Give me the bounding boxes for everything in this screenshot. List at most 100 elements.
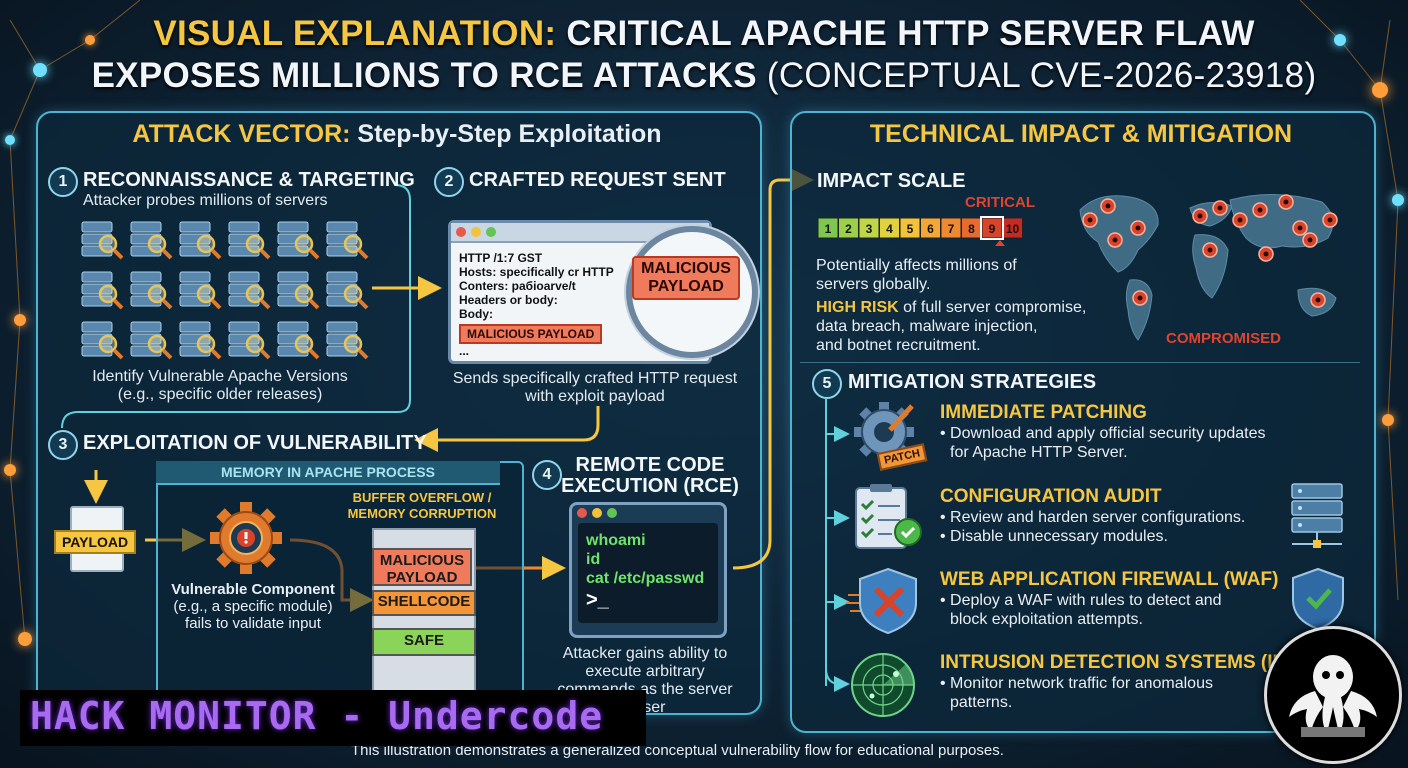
compromised-marker — [1252, 202, 1268, 218]
network-node — [14, 314, 26, 326]
compromised-marker — [1302, 232, 1318, 248]
mitigation-item-line2: for Apache HTTP Server. — [950, 444, 1128, 461]
watermark-banner — [20, 690, 646, 746]
server-scan-icon — [179, 271, 222, 310]
impact-scale-title: IMPACT SCALE — [817, 170, 966, 192]
overflow-line2: MEMORY CORRUPTION — [347, 506, 497, 521]
impact-line5: and botnet recruitment. — [816, 337, 981, 354]
mitigation-item: INTRUSION DETECTION SYSTEMS (IDS • Monit… — [940, 652, 1299, 712]
magnified-payload: MALICIOUS PAYLOAD — [632, 256, 740, 300]
vulnerable-component-gear — [210, 502, 282, 574]
mitigation-item-line1: • Download and apply official security u… — [940, 425, 1266, 442]
network-node — [33, 63, 47, 77]
stack-malicious-line1: MALICIOUS — [379, 552, 465, 569]
network-node — [4, 464, 16, 476]
request-line: HTTP /1:7 GST — [459, 251, 543, 265]
firewall-shield-icon — [846, 565, 926, 642]
impact-line1: Potentially affects millions of — [816, 257, 1017, 274]
request-text: HTTP /1:7 GST Hosts: specifically cr HTT… — [451, 243, 709, 358]
title-line2: EXPOSES MILLIONS TO RCE ATTACKS — [91, 56, 757, 95]
mitigation-item-title: WEB APPLICATION FIREWALL (WAF) — [940, 569, 1279, 590]
step-4-caption-line2: execute arbitrary — [585, 663, 705, 680]
terminal-command: cat /etc/passwd — [586, 570, 705, 587]
minimize-dot-icon — [471, 227, 481, 237]
mitigation-item-line2: • Disable unnecessary modules. — [940, 528, 1168, 545]
request-line: Hosts: specifically cr HTTP — [459, 265, 614, 279]
server-scan-icon — [277, 271, 320, 310]
network-node — [1334, 34, 1346, 46]
component-title: Vulnerable Component — [171, 581, 335, 598]
server-scan-icon — [277, 321, 320, 360]
mitigation-item-title: CONFIGURATION AUDIT — [940, 486, 1162, 507]
step-1-subtitle: Attacker probes millions of servers — [83, 192, 328, 209]
component-description: Vulnerable Component (e.g., a specific m… — [158, 581, 348, 632]
server-scan-icon — [81, 271, 124, 310]
compromised-marker — [1082, 212, 1098, 228]
step-2-caption: Sends specifically crafted HTTP request … — [430, 370, 760, 406]
network-node — [1382, 414, 1394, 426]
watermark-text: HACK MONITOR - Undercode — [30, 694, 604, 738]
scale-label: 4 — [886, 222, 893, 236]
server-scan-icon — [228, 271, 271, 310]
mitigation-item-line1: • Deploy a WAF with rules to detect and — [940, 592, 1222, 609]
mitigation-item: IMMEDIATE PATCHING • Download and apply … — [940, 402, 1266, 462]
terminal-command: id — [586, 551, 601, 568]
server-scan-icons — [81, 221, 369, 360]
scale-label: 10 — [1006, 222, 1020, 236]
compromised-marker — [1202, 242, 1218, 258]
attack-vector-highlight: ATTACK VECTOR: — [132, 120, 351, 148]
footer-disclaimer: This illustration demonstrates a general… — [351, 742, 1004, 759]
impact-line3-rest: of full server compromise, — [903, 299, 1087, 316]
request-ellipsis: ... — [459, 344, 470, 358]
compromised-marker — [1192, 208, 1208, 224]
attack-vector-title: Step-by-Step Exploitation — [357, 120, 662, 148]
stack-malicious-payload: MALICIOUS PAYLOAD — [372, 548, 472, 586]
maximize-dot-icon — [486, 227, 496, 237]
high-risk-label: HIGH RISK — [816, 299, 899, 316]
server-rack-graphic — [1291, 483, 1343, 548]
step-1-caption: Identify Vulnerable Apache Versions (e.g… — [60, 368, 380, 404]
server-scan-icon — [130, 321, 173, 360]
server-scan-icon — [179, 221, 222, 260]
server-scan-icon — [130, 271, 173, 310]
request-line: Body: — [459, 307, 493, 321]
compromised-marker — [1292, 220, 1308, 236]
step-4-caption-line1: Attacker gains ability to — [562, 645, 728, 662]
stack-safe: SAFE — [372, 628, 476, 656]
scale-label: 9 — [989, 222, 996, 236]
magnified-payload-line2: PAYLOAD — [648, 278, 724, 295]
request-line: Headers or body: — [459, 293, 558, 307]
step-1-title: RECONNAISSANCE & TARGETING — [83, 169, 415, 191]
mitigation-item-line1: • Monitor network traffic for anomalous — [940, 675, 1213, 692]
ids-radar-graphic — [851, 653, 915, 717]
impact-description: Potentially affects millions of servers … — [816, 256, 1116, 355]
server-scan-icon — [228, 221, 271, 260]
close-dot-icon — [577, 508, 587, 518]
page-subtitle: EXPOSES MILLIONS TO RCE ATTACKS (CONCEPT… — [0, 56, 1408, 96]
overflow-line1: BUFFER OVERFLOW / — [352, 490, 492, 505]
network-node — [1392, 194, 1404, 206]
terminal-command: whoami — [586, 532, 646, 549]
impact-line2: servers globally. — [816, 276, 931, 293]
scale-label: 3 — [866, 222, 873, 236]
network-node — [85, 35, 95, 45]
window-titlebar — [451, 223, 709, 243]
mitigation-item-line1: • Review and harden server configuration… — [940, 509, 1246, 526]
close-dot-icon — [456, 227, 466, 237]
scale-label: 2 — [845, 222, 852, 236]
page-title: VISUAL EXPLANATION: CRITICAL APACHE HTTP… — [0, 14, 1408, 54]
memory-title: MEMORY IN APACHE PROCESS — [156, 461, 500, 485]
step-4-title: REMOTE CODE EXECUTION (RCE) — [560, 455, 740, 497]
mitigation-item-line2: block exploitation attempts. — [950, 611, 1143, 628]
mitigation-item-title: INTRUSION DETECTION SYSTEMS (IDS — [940, 652, 1299, 673]
compromised-marker — [1258, 246, 1274, 262]
server-scan-icon — [130, 221, 173, 260]
request-line: Conters: paбioarve/t — [459, 279, 576, 293]
step-4-badge: 4 — [532, 460, 562, 490]
stack-malicious-line2: PAYLOAD — [386, 569, 458, 586]
compromised-marker — [1107, 232, 1123, 248]
server-scan-icon — [326, 271, 369, 310]
mitigation-item: CONFIGURATION AUDIT • Review and harden … — [940, 486, 1245, 546]
server-rack-icon — [1284, 480, 1350, 557]
